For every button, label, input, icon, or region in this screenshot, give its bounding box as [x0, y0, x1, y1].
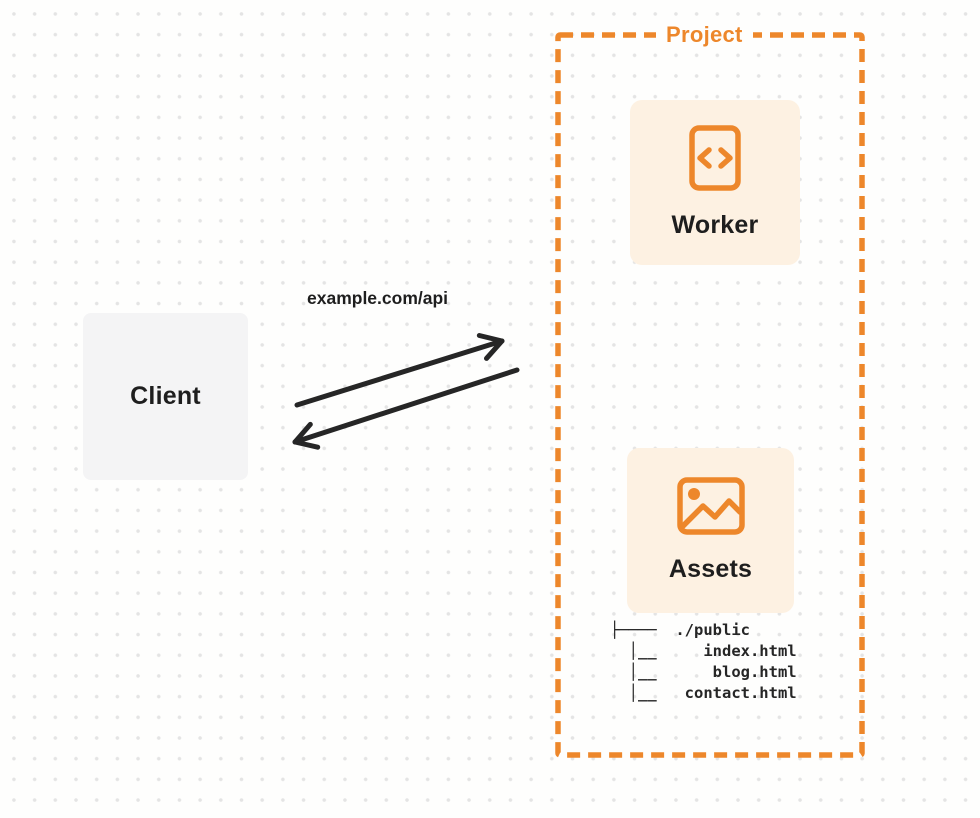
client-node: Client	[83, 313, 248, 480]
worker-label: Worker	[671, 211, 759, 239]
file-tree-line-contact: │__ contact.html	[610, 684, 797, 702]
image-icon	[676, 477, 745, 535]
response-arrow	[292, 367, 520, 450]
code-file-icon	[689, 125, 741, 191]
project-label: Project	[656, 20, 753, 50]
assets-label: Assets	[668, 555, 753, 583]
file-tree-line-public: ├──── ./public	[610, 621, 750, 639]
file-tree-line-index: │__ index.html	[610, 642, 797, 660]
file-tree-line-blog: │__ blog.html	[610, 663, 797, 681]
assets-node: Assets	[627, 448, 794, 613]
file-tree: ├──── ./public │__ index.html │__ blog.h…	[610, 620, 797, 704]
request-arrow	[294, 333, 505, 408]
request-url-label: example.com/api	[307, 288, 449, 308]
client-label: Client	[130, 382, 201, 410]
worker-node: Worker	[630, 100, 800, 265]
